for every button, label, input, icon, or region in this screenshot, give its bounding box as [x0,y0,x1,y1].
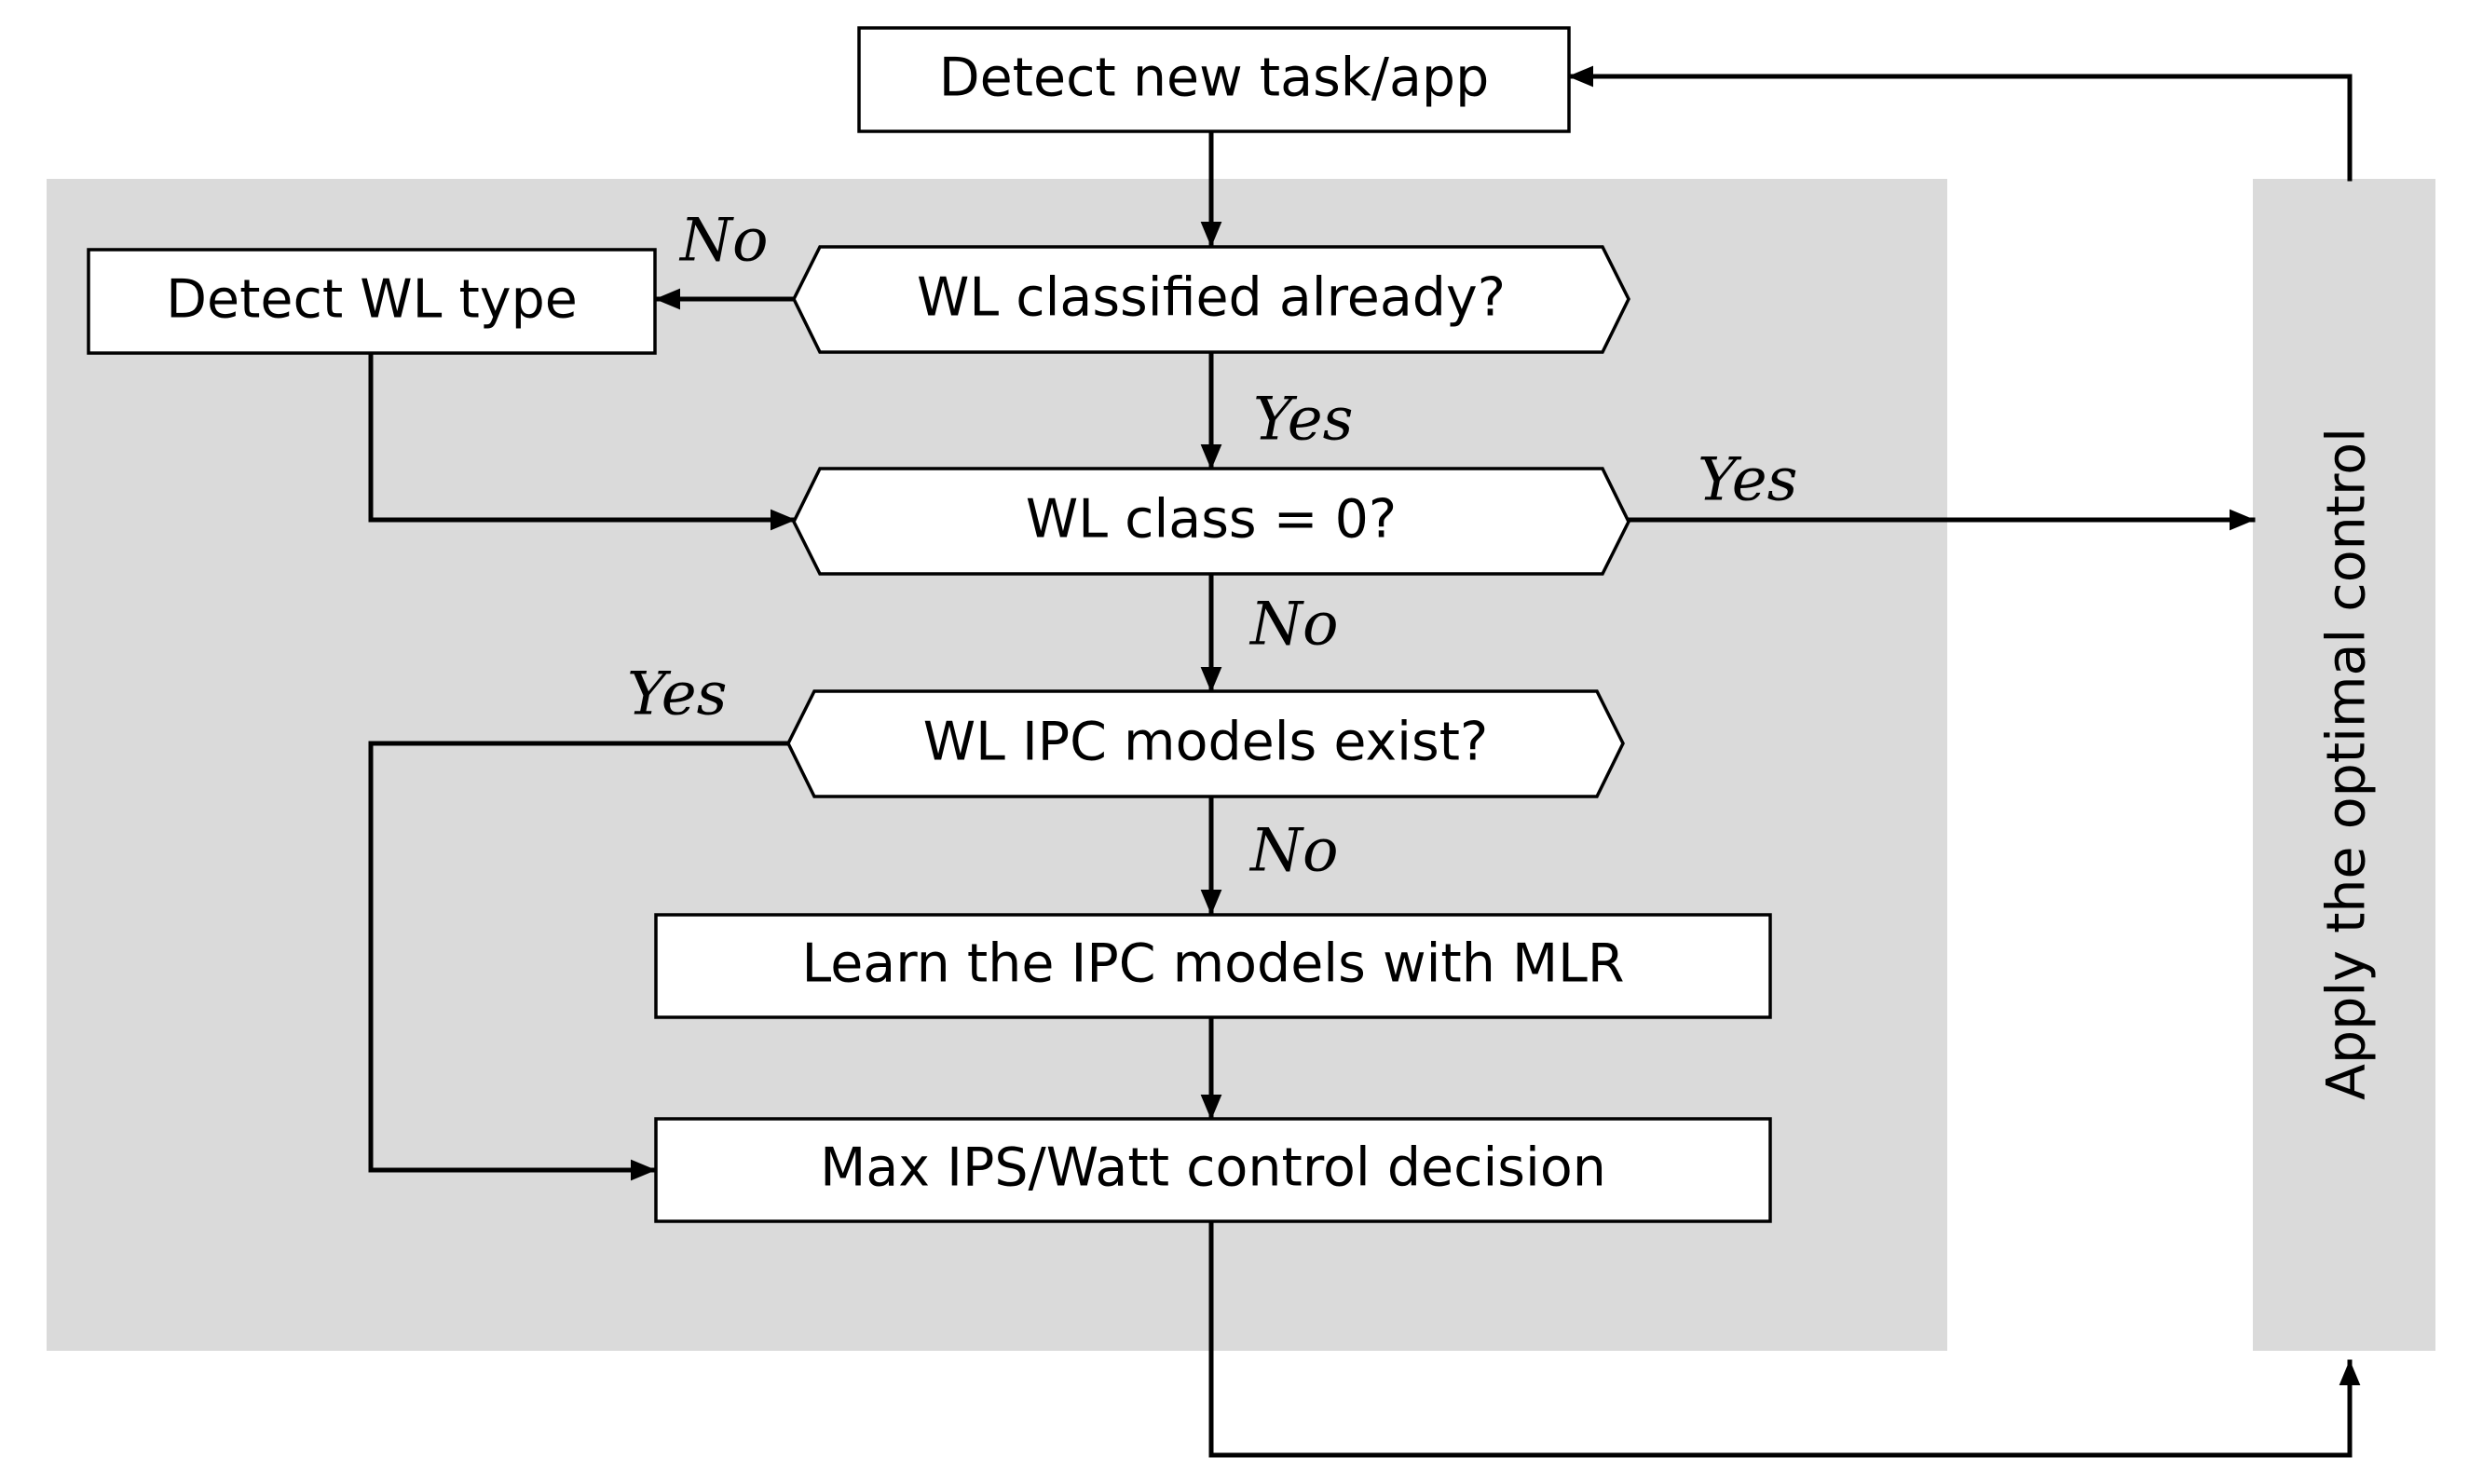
node-ipc-models-exist: WL IPC models exist? [786,689,1625,798]
edge-label-class-zero-yes: Yes [1698,446,1797,515]
node-detect-wl-type-label: Detect WL type [166,269,578,331]
node-ipc-models-exist-label: WL IPC models exist? [923,712,1489,773]
edge-apply-to-detect [1567,65,2353,182]
edge-models-yes [368,741,791,1181]
node-wl-class-zero: WL class = 0? [792,467,1630,576]
node-wl-class-zero-label: WL class = 0? [1026,489,1397,551]
edge-wltype-to-class0 [368,351,797,531]
edge-label-classified-yes: Yes [1253,386,1353,455]
node-detect-wl-type: Detect WL type [87,248,657,355]
node-max-ips-watt-label: Max IPS/Watt control decision [820,1137,1606,1199]
edge-label-models-no: No [1248,817,1339,886]
node-detect-new-task-label: Detect new task/app [939,48,1490,109]
node-detect-new-task: Detect new task/app [857,26,1571,133]
node-wl-classified: WL classified already? [792,245,1630,354]
edge-label-models-yes: Yes [627,660,727,729]
node-learn-ipc-label: Learn the IPC models with MLR [801,933,1624,995]
apply-control-panel [2253,179,2435,1351]
node-learn-ipc: Learn the IPC models with MLR [654,913,1772,1019]
edge-max-to-apply [1208,1219,2361,1458]
edge-label-class-zero-no: No [1248,591,1339,660]
node-wl-classified-label: WL classified already? [917,267,1506,329]
edge-label-classified-no: No [678,207,769,276]
node-max-ips-watt: Max IPS/Watt control decision [654,1117,1772,1223]
node-apply-control-label: Apply the optimal control [2316,428,2378,1100]
